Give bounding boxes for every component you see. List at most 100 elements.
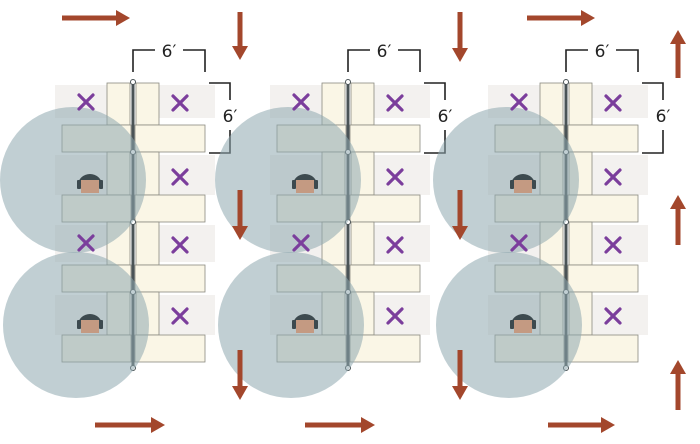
arrow-head (670, 30, 686, 44)
arrow-head (452, 48, 468, 62)
arrow-icon (305, 417, 375, 433)
arrow-head (581, 10, 595, 26)
x-stroke (171, 168, 189, 186)
arrow-head (232, 46, 248, 60)
distance-circle (436, 252, 582, 398)
distance-circle (218, 252, 364, 398)
arrow-icon (527, 10, 595, 26)
x-mark-icon (604, 94, 622, 112)
arrow-icon (548, 417, 615, 433)
x-stroke (292, 234, 310, 252)
x-stroke (171, 236, 189, 254)
arrow-head (452, 386, 468, 400)
person-icon (77, 314, 103, 333)
dim-label-horizontal: 6′ (595, 42, 610, 62)
dim-label-vertical: 6′ (438, 107, 453, 127)
x-mark-icon (510, 234, 528, 252)
x-mark-icon (171, 94, 189, 112)
dimension-bracket (565, 49, 664, 154)
headphone (292, 180, 296, 189)
dim-label-horizontal: 6′ (377, 42, 392, 62)
dim-label-vertical: 6′ (223, 107, 238, 127)
x-mark-icon (171, 307, 189, 325)
desk-surface (567, 334, 639, 363)
dim-label-horizontal: 6′ (162, 42, 177, 62)
person-icon (292, 174, 318, 193)
arrow-head (601, 417, 615, 433)
arrow-icon (670, 30, 686, 78)
person-face (514, 320, 532, 333)
arrow-icon (95, 417, 165, 433)
desk-return (568, 221, 593, 266)
person-icon (77, 174, 103, 193)
headphone (532, 180, 536, 189)
x-stroke (292, 93, 310, 111)
x-stroke (386, 168, 404, 186)
headphone (532, 320, 536, 329)
distance-circle (215, 107, 361, 253)
headphone (314, 180, 318, 189)
seat-tile (592, 85, 648, 118)
spine-node (345, 79, 351, 85)
x-mark-icon (386, 236, 404, 254)
x-stroke (386, 236, 404, 254)
seat-tile (159, 225, 215, 262)
desk-surface (349, 264, 421, 293)
x-stroke (171, 307, 189, 325)
desk-surface (567, 124, 639, 153)
arrow-head (116, 10, 130, 26)
arrow-icon (232, 190, 248, 240)
arrow-head (361, 417, 375, 433)
person-face (81, 320, 99, 333)
seat-tile (374, 155, 430, 195)
desk-return (135, 82, 160, 126)
seat-tile (374, 225, 430, 262)
person-icon (292, 314, 318, 333)
headphone (99, 180, 103, 189)
dim-line-v (642, 82, 664, 154)
arrow-icon (670, 195, 686, 245)
distance-circle (3, 252, 149, 398)
person-face (514, 180, 532, 193)
seat-tile (592, 225, 648, 262)
headphone (510, 180, 514, 189)
x-stroke (386, 94, 404, 112)
person-face (296, 180, 314, 193)
desk-surface (349, 124, 421, 153)
desk-return (350, 221, 375, 266)
arrow-icon (452, 12, 468, 62)
spine-node (130, 79, 136, 85)
arrow-icon (452, 190, 468, 240)
x-mark-icon (510, 93, 528, 111)
x-mark-icon (77, 234, 95, 252)
spine-node (563, 79, 569, 85)
desk-surface (349, 194, 421, 223)
arrow-head (232, 226, 248, 240)
headphone (292, 320, 296, 329)
x-mark-icon (292, 234, 310, 252)
x-stroke (604, 168, 622, 186)
seat-tile (159, 295, 215, 335)
seat-tile (374, 295, 430, 335)
x-mark-icon (386, 307, 404, 325)
arrow-head (151, 417, 165, 433)
x-mark-icon (386, 168, 404, 186)
x-mark-icon (171, 168, 189, 186)
distance-circle (0, 107, 146, 253)
person-icon (510, 314, 536, 333)
desk-return (135, 221, 160, 266)
dim-label-vertical: 6′ (656, 107, 671, 127)
x-mark-icon (604, 236, 622, 254)
x-mark-icon (604, 168, 622, 186)
seat-tile (159, 85, 215, 118)
headphone (314, 320, 318, 329)
x-stroke (604, 94, 622, 112)
arrow-icon (232, 350, 248, 400)
seat-tile (592, 155, 648, 195)
x-stroke (604, 307, 622, 325)
desk-pod-column: 6′ 6′ (215, 42, 452, 398)
dim-line-h (565, 49, 639, 72)
headphone (77, 180, 81, 189)
